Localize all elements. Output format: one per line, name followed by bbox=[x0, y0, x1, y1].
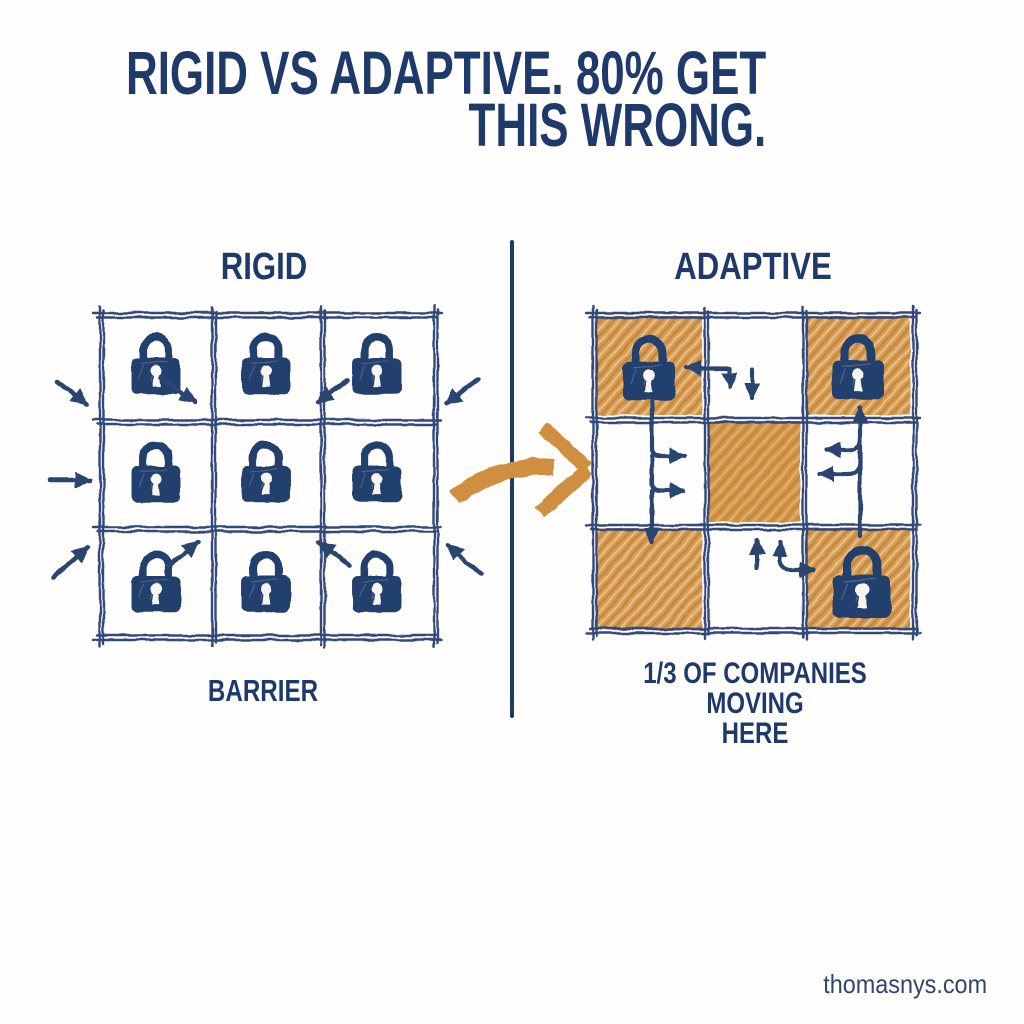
shaded-cell-overlay bbox=[708, 421, 800, 522]
right-caption: 1/3 OF COMPANIES MOVING HERE bbox=[595, 659, 915, 749]
divider-line bbox=[510, 240, 514, 718]
flow-arrow-right-to-bottomright-lock bbox=[777, 555, 817, 579]
watermark-text: thomasnys.com bbox=[823, 969, 987, 999]
grid-lines bbox=[91, 304, 443, 649]
rigid-grid-diagram bbox=[47, 304, 484, 649]
flow-arrow-right-to-center-2 bbox=[649, 453, 687, 500]
left-panel-heading: RIGID bbox=[220, 246, 308, 288]
main-title: RIGID VS ADAPTIVE. 80% GET THIS WRONG. bbox=[125, 39, 766, 159]
adaptive-grid-diagram bbox=[584, 304, 922, 641]
padlock-icon bbox=[132, 445, 181, 502]
arrow-head-bottom bbox=[534, 463, 594, 518]
padlock-icon bbox=[353, 337, 402, 394]
shaded-cell bbox=[596, 528, 702, 630]
outer-inward-arrow-right-top bbox=[443, 376, 481, 407]
flow-arrow-right-to-center-1 bbox=[649, 399, 687, 465]
flow-arrow-left-to-center-2 bbox=[816, 459, 863, 483]
right-panel-heading: ADAPTIVE bbox=[674, 246, 832, 288]
arrow-shaft bbox=[449, 457, 555, 505]
flow-arrow-left-to-center-1 bbox=[823, 435, 863, 459]
right-caption-line2: HERE bbox=[721, 717, 789, 750]
arrow-head-top bbox=[537, 422, 594, 475]
padlock-icons bbox=[132, 337, 402, 612]
inner-arrow-up-left bbox=[316, 539, 352, 568]
outer-inward-arrow-left-bottom bbox=[50, 544, 91, 580]
outer-inward-arrow-left-top bbox=[54, 378, 90, 407]
title-line1: RIGID VS ADAPTIVE. 80% GET bbox=[125, 39, 766, 107]
inner-arrow-up-right bbox=[165, 539, 201, 569]
grid-lines bbox=[584, 304, 922, 641]
inner-arrow-down-left bbox=[315, 377, 351, 405]
left-caption: BARRIER bbox=[207, 673, 319, 708]
title-line2: THIS WRONG. bbox=[468, 90, 766, 159]
outer-inward-arrow-right-bottom bbox=[445, 542, 484, 577]
right-caption-line1: 1/3 OF COMPANIES MOVING bbox=[643, 657, 867, 720]
padlock-icon bbox=[242, 555, 291, 612]
padlock-icon bbox=[242, 337, 291, 394]
padlock-icon bbox=[242, 445, 291, 502]
inner-arrow-down-right bbox=[157, 375, 198, 405]
transition-arrow-icon bbox=[449, 422, 594, 518]
padlock-icon bbox=[353, 445, 402, 502]
padlock-icon bbox=[353, 555, 402, 612]
